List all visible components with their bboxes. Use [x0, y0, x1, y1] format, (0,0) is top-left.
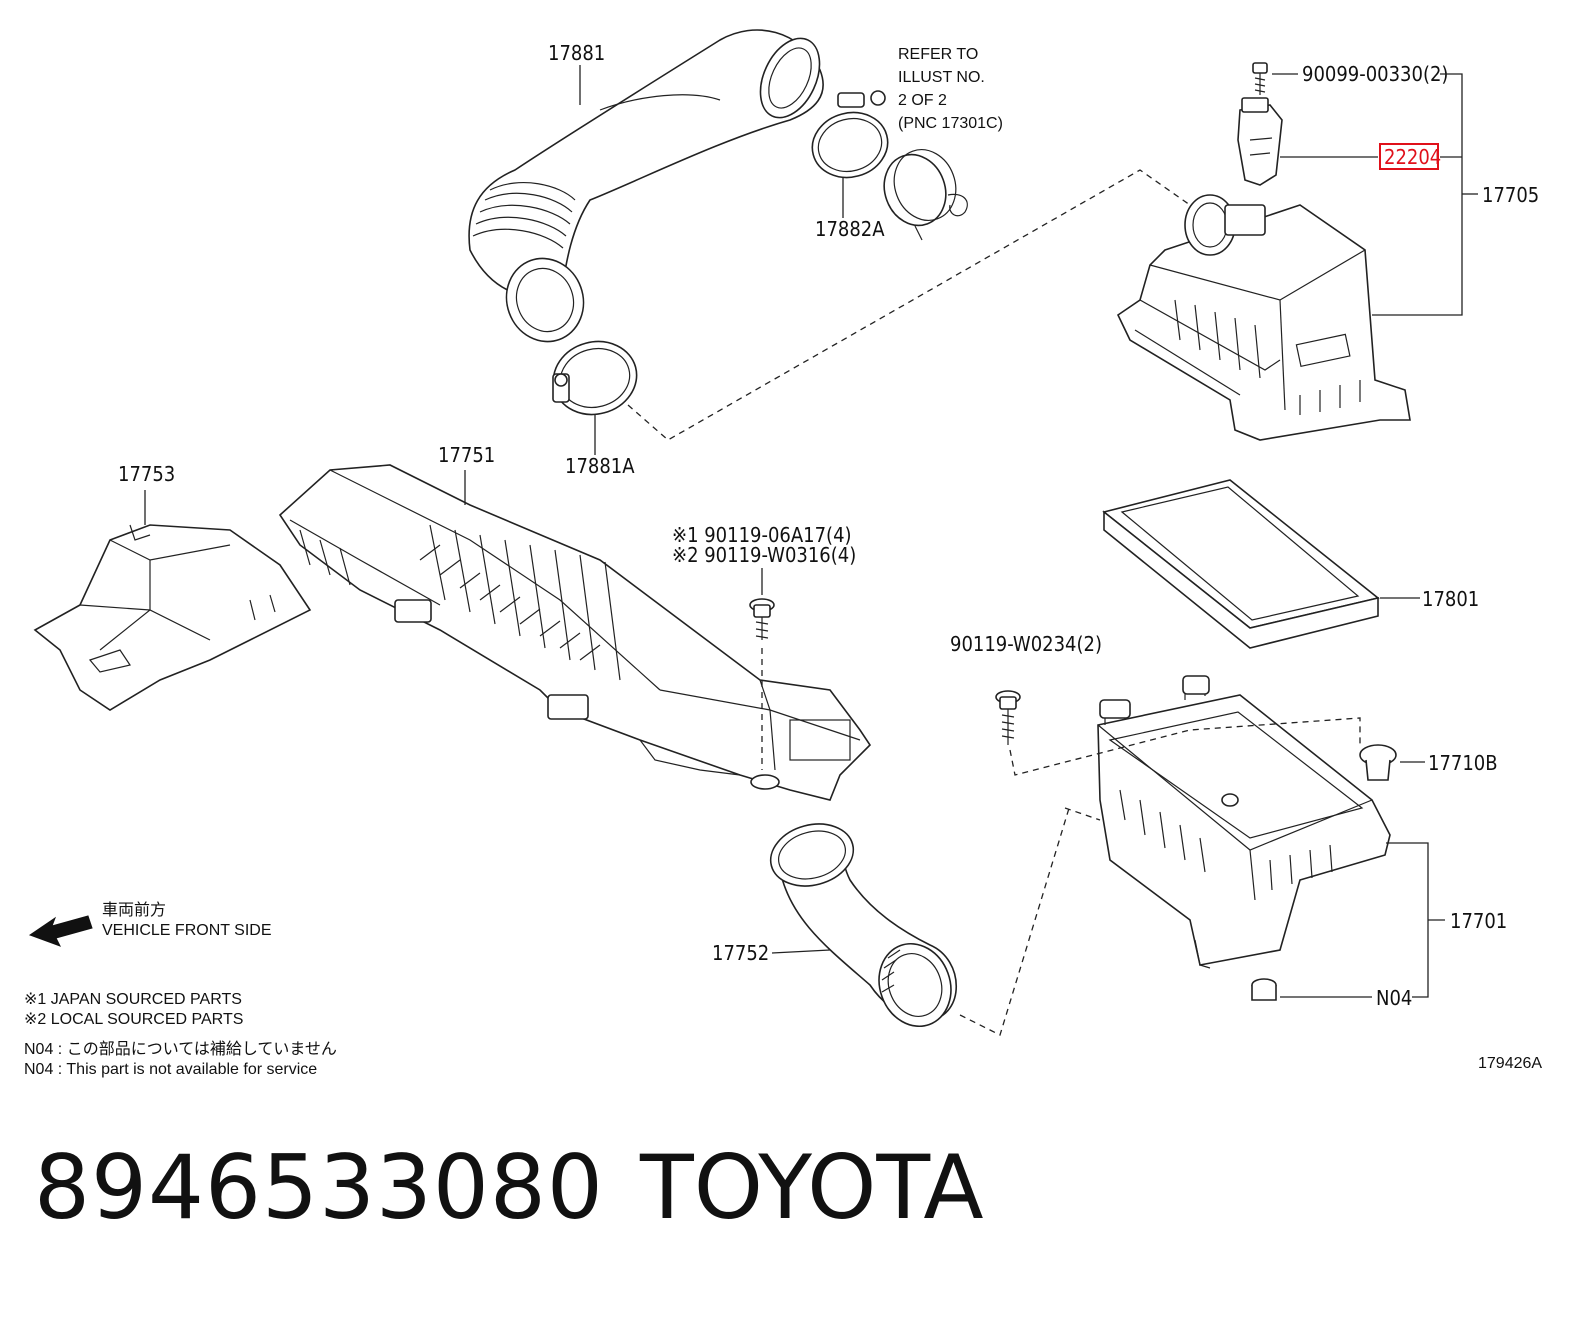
air-inlet-17753-drawing: [33, 524, 312, 711]
svg-text:ILLUST NO.: ILLUST NO.: [898, 69, 985, 86]
illustration-id: 179426A: [1478, 1055, 1542, 1072]
label-17882A[interactable]: 17882A: [815, 217, 885, 241]
note-local-sourced: ※2 LOCAL SOURCED PARTS: [24, 1011, 243, 1028]
intake-duct-17751-drawing: [278, 464, 872, 801]
grommet-17710B-drawing: [1359, 744, 1397, 781]
label-17751[interactable]: 17751: [438, 443, 495, 467]
svg-text:REFER TO: REFER TO: [898, 46, 978, 63]
rubber-ring-drawing: [883, 149, 968, 241]
label-17705[interactable]: 17705: [1482, 183, 1539, 207]
highlight-box-22204: [1379, 143, 1439, 170]
bolt-90119-W0234-drawing: [995, 690, 1021, 745]
air-filter-drawing: [1102, 479, 1380, 649]
vehicle-front-arrow-icon: [28, 915, 93, 947]
front-label-en: VEHICLE FRONT SIDE: [102, 922, 272, 939]
air-cleaner-cap-drawing: [1116, 194, 1411, 441]
svg-text:2 OF 2: 2 OF 2: [898, 92, 947, 109]
label-17752[interactable]: 17752: [712, 941, 769, 965]
label-17881[interactable]: 17881: [548, 41, 605, 65]
hose-17752-drawing: [769, 823, 958, 1028]
front-label-jp: 車両前方: [102, 901, 166, 919]
note-japan-sourced: ※1 JAPAN SOURCED PARTS: [24, 991, 242, 1008]
part-number-title: 8946533080: [34, 1136, 604, 1239]
svg-text:(PNC 17301C): (PNC 17301C): [898, 115, 1003, 132]
label-N04[interactable]: N04: [1376, 986, 1412, 1010]
label-90119-06A17[interactable]: ※1 90119-06A17(4): [672, 523, 852, 547]
bolt-90119-06A17-drawing: [749, 598, 775, 640]
clamp-17882A-drawing: [811, 90, 889, 179]
label-90119-W0234[interactable]: 90119-W0234(2): [950, 632, 1102, 656]
refer-note: REFER TO ILLUST NO. 2 OF 2 (PNC 17301C): [898, 46, 1003, 132]
hose-17881-drawing: [468, 29, 824, 343]
air-cleaner-case-drawing: [1097, 675, 1391, 969]
note-n04-jp: N04 : この部品については補給していません: [24, 1040, 337, 1058]
label-17710B[interactable]: 17710B: [1428, 751, 1498, 775]
label-17881A[interactable]: 17881A: [565, 454, 635, 478]
label-17753[interactable]: 17753: [118, 462, 175, 486]
label-17701[interactable]: 17701: [1450, 909, 1507, 933]
clamp-17881A-drawing: [552, 340, 638, 416]
label-17801[interactable]: 17801: [1422, 587, 1479, 611]
label-22204[interactable]: 22204: [1384, 145, 1441, 169]
label-90099-00330[interactable]: 90099-00330(2): [1302, 62, 1448, 86]
note-n04-en: N04 : This part is not available for ser…: [24, 1061, 317, 1078]
mass-airflow-sensor-drawing: [1237, 97, 1283, 186]
screw-90099-drawing: [1252, 62, 1268, 95]
rubber-mount-N04-drawing: [1251, 978, 1277, 1001]
brand-title: TOYOTA: [640, 1136, 984, 1239]
label-90119-W0316[interactable]: ※2 90119-W0316(4): [672, 543, 856, 567]
